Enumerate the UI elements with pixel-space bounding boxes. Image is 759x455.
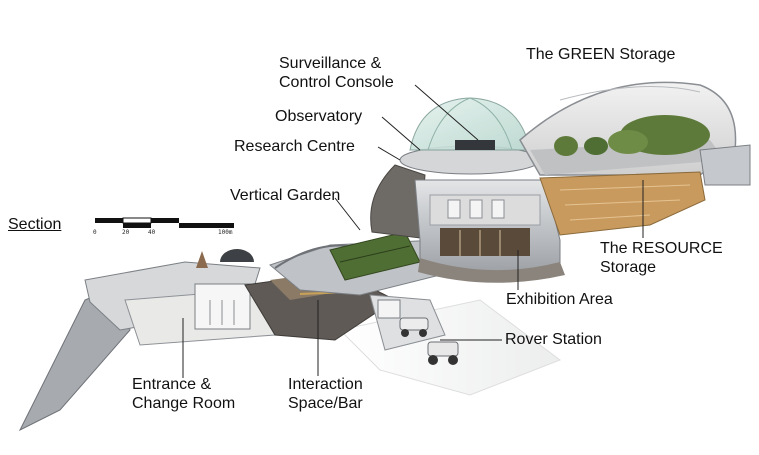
resource-storage — [539, 171, 706, 236]
research-wall — [370, 164, 426, 239]
scale-tick-20: 20 — [122, 229, 130, 236]
label-interaction-line1: Interaction — [288, 376, 363, 393]
label-vertical-garden: Vertical Garden — [230, 187, 341, 204]
rover-vehicle — [427, 341, 459, 365]
rover-garage — [377, 299, 401, 319]
small-cone — [196, 251, 208, 268]
exhibition-hall — [440, 228, 530, 256]
scale-bar — [95, 217, 234, 228]
label-surveillance-line1: Surveillance & — [279, 55, 382, 72]
scale-tick-0: 0 — [93, 229, 97, 236]
label-entrance-line2: Change Room — [132, 395, 236, 412]
right-corridor — [699, 144, 751, 186]
label-interaction-line2: Space/Bar — [288, 395, 363, 412]
label-rover-station: Rover Station — [505, 331, 602, 348]
scale-tick-40: 40 — [148, 229, 156, 236]
label-resource-line2: Storage — [600, 259, 657, 276]
research-floor — [429, 194, 541, 226]
label-observatory: Observatory — [275, 108, 363, 125]
label-green-storage: The GREEN Storage — [526, 46, 676, 63]
label-research-centre: Research Centre — [234, 138, 355, 155]
label-entrance-line1: Entrance & — [132, 376, 212, 393]
rover-vehicle-2 — [399, 317, 429, 337]
greenery — [554, 115, 710, 156]
small-dome — [220, 249, 254, 262]
label-resource-line1: The RESOURCE — [600, 240, 723, 257]
scale-tick-100m: 100m — [218, 229, 233, 236]
stone-base — [418, 258, 565, 283]
section-title: Section — [8, 216, 62, 233]
label-surveillance-line2: Control Console — [279, 74, 394, 91]
leader-lines — [182, 84, 644, 378]
label-exhibition-area: Exhibition Area — [506, 291, 613, 308]
control-console — [455, 140, 495, 150]
